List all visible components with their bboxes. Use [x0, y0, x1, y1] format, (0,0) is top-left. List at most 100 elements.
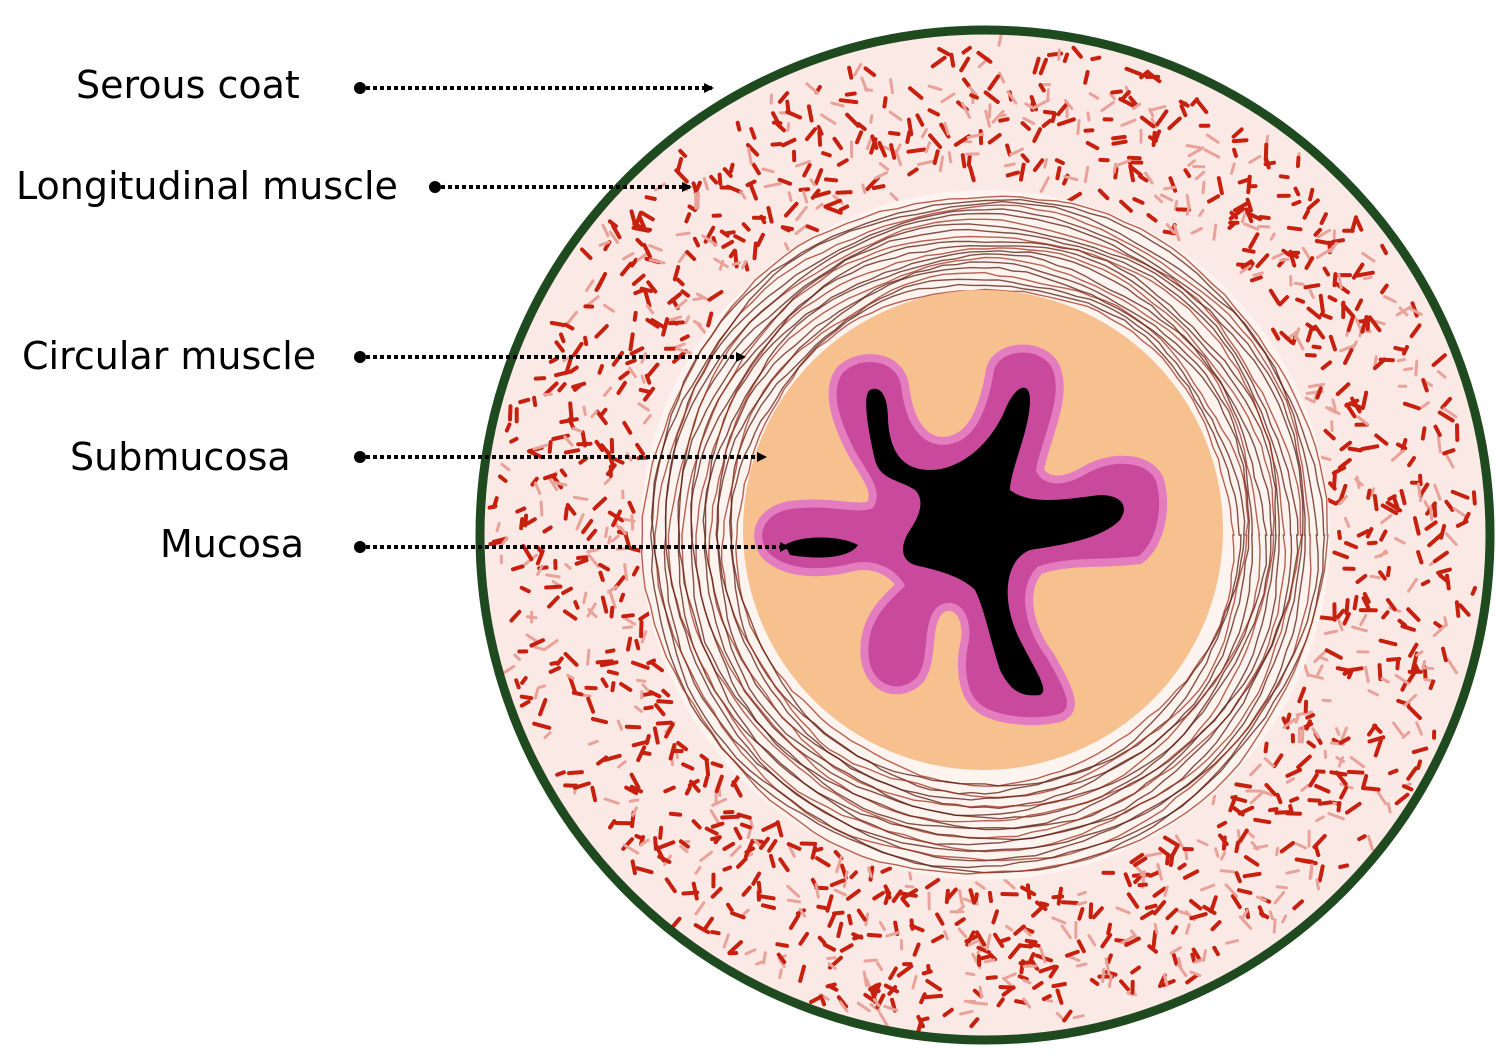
- muscle-mark: [627, 361, 634, 364]
- muscle-mark: [1174, 955, 1177, 964]
- muscle-mark: [1314, 347, 1320, 348]
- muscle-mark: [582, 695, 590, 696]
- muscle-mark: [755, 244, 756, 259]
- muscle-mark: [631, 334, 633, 349]
- muscle-mark: [539, 686, 545, 688]
- muscle-mark: [1236, 784, 1250, 786]
- muscle-mark: [1045, 112, 1054, 113]
- muscle-mark: [1270, 809, 1277, 810]
- muscle-mark: [497, 523, 499, 530]
- muscle-mark: [632, 516, 633, 529]
- muscle-mark: [926, 996, 941, 997]
- muscle-mark: [655, 728, 658, 742]
- muscle-mark: [645, 707, 652, 708]
- muscle-mark: [976, 894, 977, 901]
- muscle-mark: [764, 953, 766, 963]
- muscle-mark: [988, 977, 996, 978]
- muscle-mark: [1165, 187, 1176, 189]
- muscle-mark: [777, 944, 787, 946]
- muscle-mark: [834, 913, 843, 914]
- muscle-mark: [660, 828, 661, 838]
- muscle-mark: [1053, 114, 1055, 121]
- muscle-mark: [1371, 576, 1380, 577]
- muscle-mark: [1365, 277, 1372, 278]
- muscle-mark: [1317, 880, 1319, 889]
- muscle-mark: [1216, 849, 1218, 856]
- muscle-mark: [871, 116, 872, 123]
- muscle-mark: [641, 390, 649, 392]
- muscle-mark: [627, 727, 640, 728]
- muscle-mark: [924, 971, 931, 973]
- muscle-mark: [1297, 300, 1303, 302]
- muscle-mark: [742, 825, 750, 828]
- muscle-mark: [1375, 496, 1377, 509]
- muscle-mark: [510, 406, 511, 419]
- muscle-mark: [569, 772, 582, 773]
- muscle-mark: [1008, 173, 1018, 176]
- muscle-mark: [971, 95, 977, 98]
- muscle-mark: [1270, 912, 1272, 919]
- muscle-mark: [707, 761, 708, 775]
- muscle-mark: [982, 956, 991, 958]
- muscle-mark: [1339, 803, 1340, 810]
- muscle-mark: [1281, 176, 1288, 177]
- muscle-mark: [1274, 920, 1275, 932]
- muscle-mark: [1397, 659, 1398, 668]
- muscle-mark: [516, 680, 519, 687]
- muscle-mark: [1078, 121, 1079, 134]
- muscle-mark: [1203, 182, 1204, 192]
- muscle-mark: [1298, 158, 1299, 166]
- muscle-mark: [521, 519, 522, 528]
- muscle-mark: [1457, 602, 1458, 616]
- muscle-mark: [1369, 543, 1376, 544]
- muscle-mark: [1423, 661, 1425, 668]
- muscle-mark: [1347, 600, 1348, 613]
- muscle-mark: [677, 233, 689, 235]
- muscle-mark: [1140, 885, 1146, 886]
- muscle-mark: [1332, 422, 1333, 431]
- muscle-mark: [1021, 962, 1033, 963]
- muscle-mark: [609, 672, 617, 674]
- muscle-mark: [585, 338, 586, 344]
- muscle-mark: [1289, 228, 1301, 230]
- muscle-mark: [1388, 804, 1390, 812]
- mucosa-label: Mucosa: [160, 525, 304, 563]
- muscle-mark: [1179, 958, 1181, 966]
- muscle-mark: [1307, 355, 1315, 356]
- muscle-mark: [826, 179, 836, 180]
- muscle-mark: [1077, 964, 1086, 966]
- muscle-mark: [635, 291, 642, 294]
- muscle-mark: [1020, 945, 1031, 946]
- muscle-mark: [566, 450, 578, 452]
- muscle-mark: [670, 322, 683, 323]
- muscle-mark: [1302, 728, 1303, 743]
- muscle-mark: [647, 736, 649, 743]
- muscle-mark: [1245, 874, 1260, 876]
- muscle-mark: [1339, 532, 1340, 538]
- muscle-mark: [1350, 449, 1361, 451]
- muscle-mark: [985, 960, 994, 962]
- muscle-mark: [1048, 90, 1049, 99]
- muscle-mark: [969, 156, 970, 165]
- muscle-mark: [694, 183, 697, 192]
- muscle-mark: [520, 400, 528, 402]
- muscle-mark: [906, 886, 913, 887]
- muscle-mark: [1214, 225, 1216, 239]
- muscle-mark: [1431, 507, 1432, 520]
- muscle-mark: [1277, 848, 1278, 854]
- muscle-mark: [490, 542, 502, 545]
- muscle-mark: [574, 693, 582, 695]
- muscle-mark: [561, 335, 564, 342]
- muscle-mark: [1007, 146, 1010, 155]
- muscle-mark: [809, 106, 812, 120]
- muscle-mark: [1443, 649, 1446, 661]
- muscle-mark: [1155, 924, 1157, 933]
- muscle-mark: [547, 575, 560, 577]
- muscle-mark: [865, 960, 876, 961]
- muscle-mark: [951, 55, 953, 66]
- muscle-mark: [1321, 296, 1323, 312]
- muscle-mark: [918, 1022, 921, 1032]
- muscle-mark: [612, 683, 613, 690]
- muscle-mark: [783, 227, 792, 229]
- muscle-mark: [999, 115, 1006, 116]
